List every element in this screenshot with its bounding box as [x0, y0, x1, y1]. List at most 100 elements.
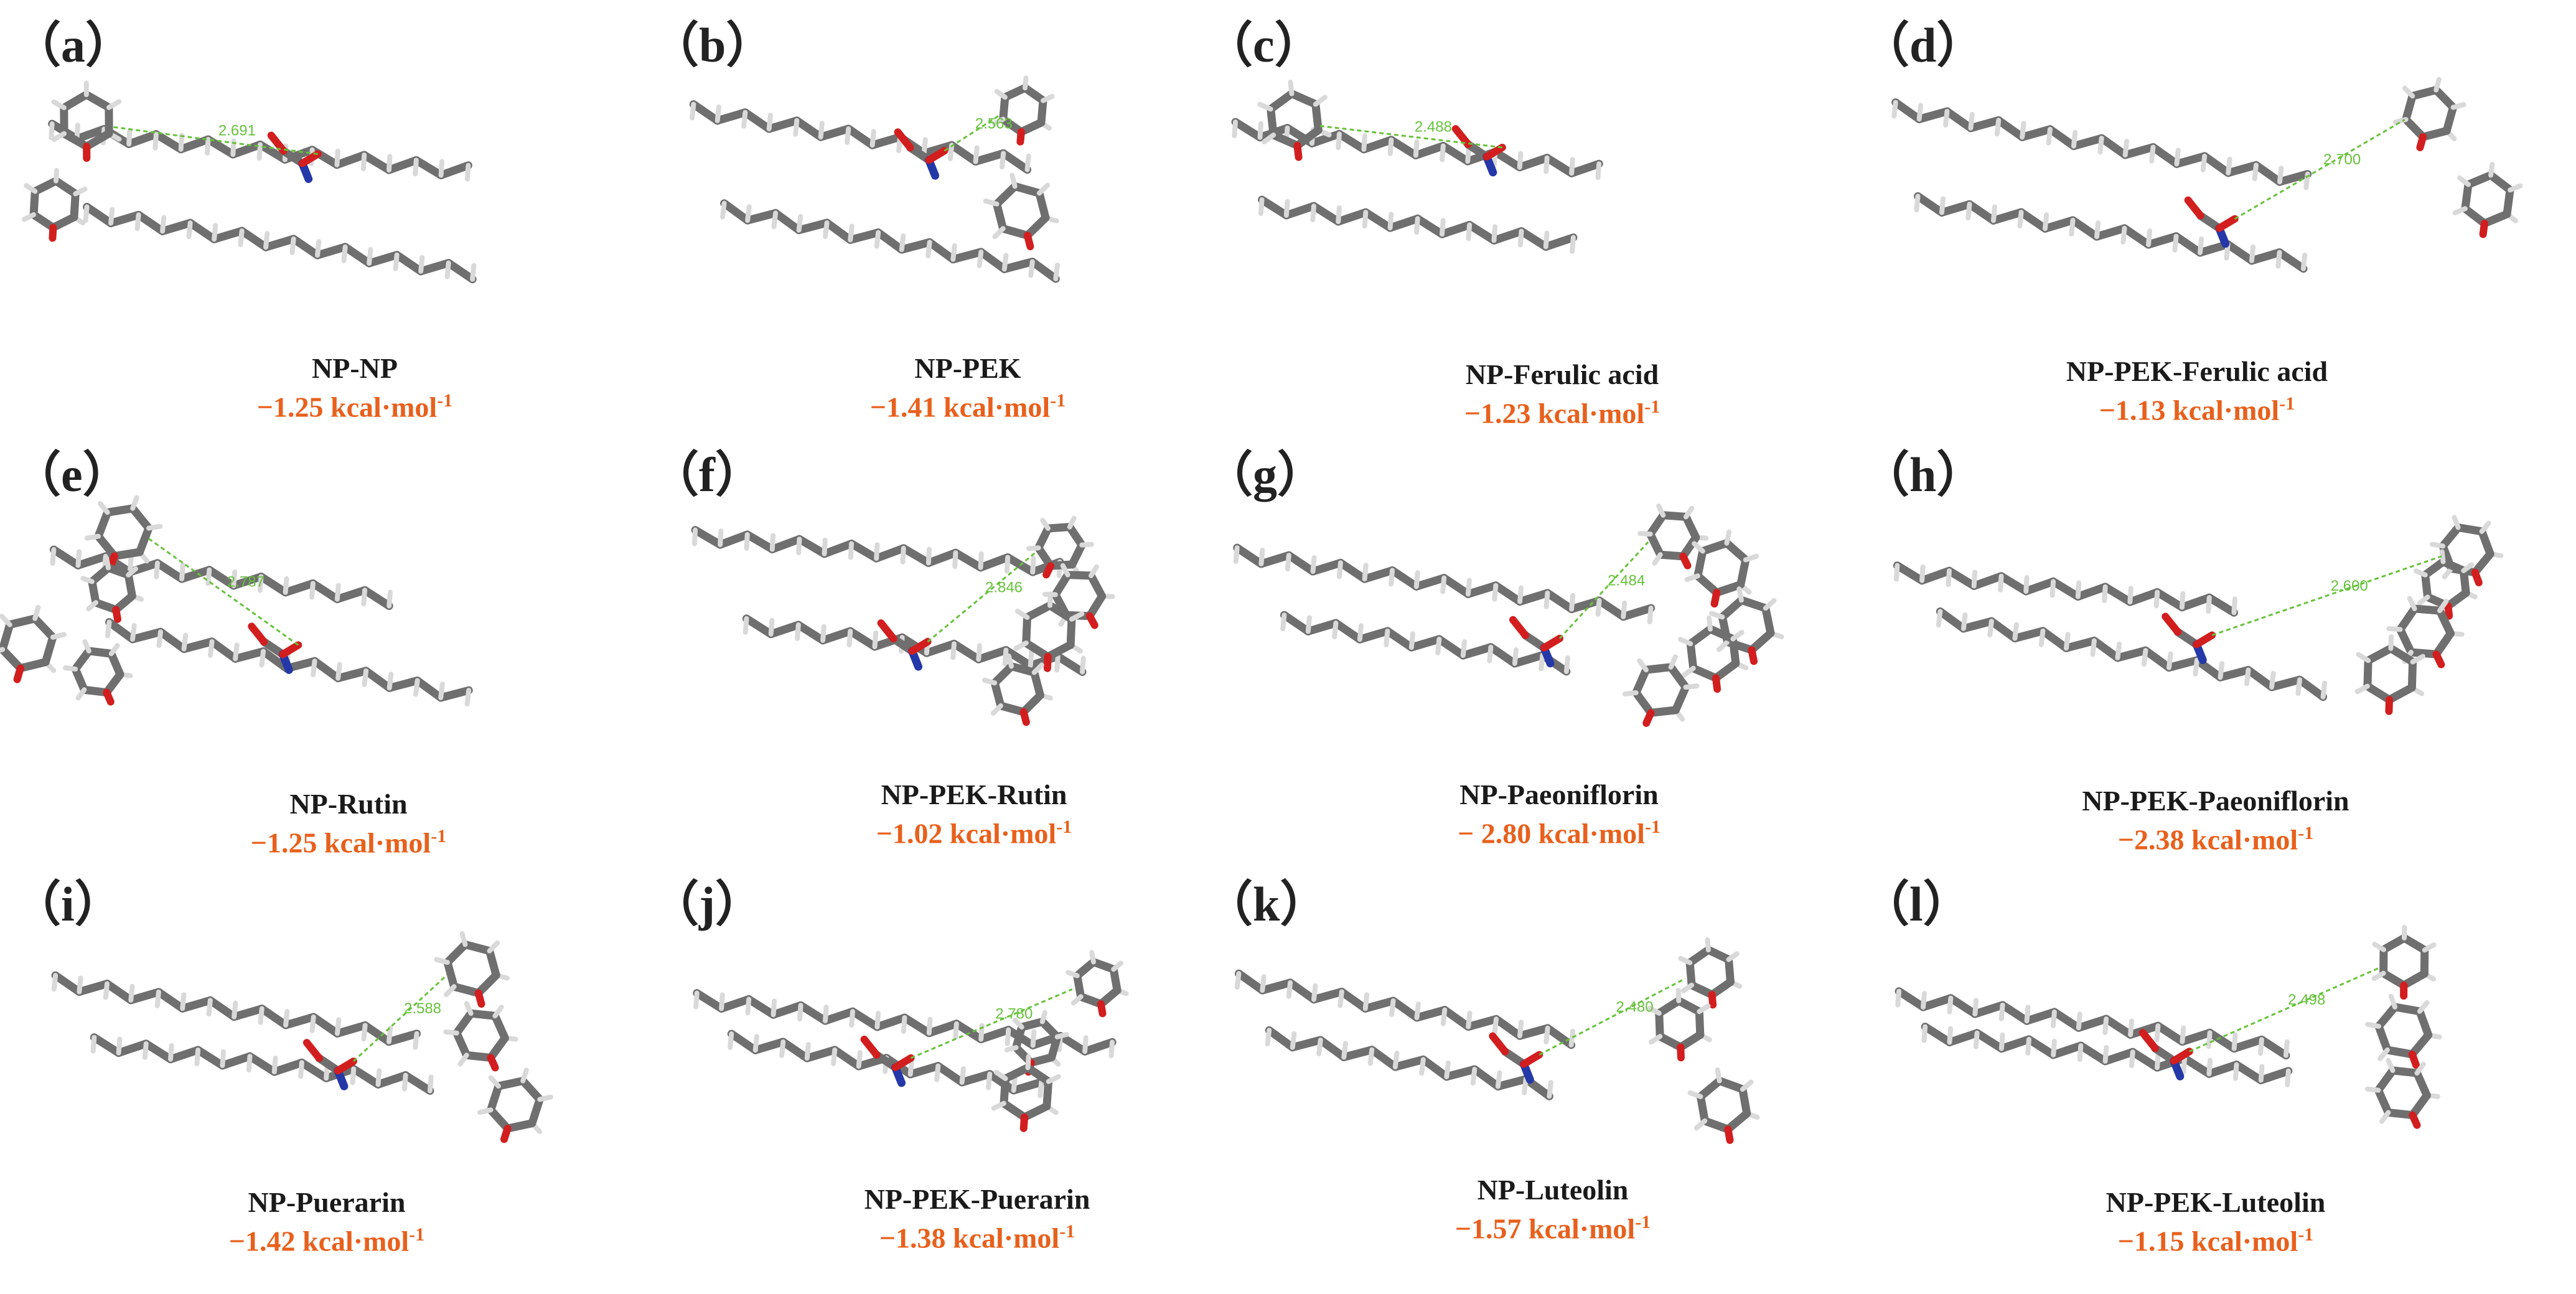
alkyl-chain — [1280, 611, 1571, 676]
aromatic-ring — [1042, 563, 1115, 629]
aromatic-ring — [1708, 586, 1784, 665]
hbond-distance-label: 2.488 — [1415, 119, 1452, 136]
panel-title: NP-PEK-Puerarin — [864, 1183, 1090, 1215]
molecule-structure: 2.600 — [1893, 515, 2504, 715]
hydrogen-bond: 2.780 — [910, 988, 1073, 1059]
aromatic-ring — [1257, 79, 1332, 161]
aromatic-ring — [1684, 529, 1759, 608]
binding-energy: −1.42 kcal·mol-1 — [47, 1224, 607, 1257]
hydrogen-bond: 2.787 — [148, 537, 299, 646]
panel-title: NP-PEK-Paeoniflorin — [2082, 785, 2349, 817]
energy-unit-exponent: -1 — [409, 1224, 425, 1245]
panel-title: NP-Paeoniflorin — [1459, 779, 1659, 810]
molecule-structure: 2.488 — [1231, 79, 1603, 254]
aromatic-ring — [2364, 1057, 2440, 1129]
panel-title: NP-PEK-Luteolin — [2105, 1186, 2326, 1218]
alkyl-chain — [1258, 195, 1578, 254]
energy-unit-exponent: -1 — [2298, 823, 2314, 843]
aromatic-ring — [21, 167, 88, 242]
panel-letter: （e） — [12, 448, 131, 502]
energy-unit: kcal·mol — [2191, 823, 2298, 856]
energy-value: −1.23 — [1464, 397, 1531, 429]
amide-head-group — [1509, 616, 1563, 668]
aromatic-ring — [2386, 596, 2465, 668]
energy-unit: kcal·mol — [302, 1225, 410, 1257]
alkyl-chain — [1921, 1023, 2293, 1087]
energy-unit: kcal·mol — [1538, 817, 1645, 850]
aromatic-ring — [991, 75, 1055, 146]
panel-letter: （g） — [1204, 448, 1326, 502]
amide-head-group — [877, 619, 932, 671]
molecule-structure: 2.484 — [1233, 503, 1784, 727]
aromatic-ring — [62, 639, 133, 706]
hydrogen-bond: 2.600 — [2211, 555, 2442, 636]
binding-energy: −1.57 kcal·mol-1 — [1273, 1212, 1833, 1245]
panel-letter: （a） — [12, 18, 134, 72]
energy-unit: kcal·mol — [1528, 1212, 1636, 1245]
energy-value: −1.57 — [1454, 1212, 1522, 1245]
panel-letter: （c） — [1204, 18, 1323, 72]
alkyl-chain — [693, 989, 1117, 1059]
alkyl-chain — [1265, 1026, 1553, 1100]
panel-title: NP-Ferulic acid — [1465, 359, 1659, 390]
aromatic-ring — [2392, 77, 2466, 151]
alkyl-chain — [51, 971, 421, 1050]
aromatic-ring — [1677, 616, 1749, 693]
panel-title: NP-PEK-Rutin — [881, 779, 1067, 810]
aromatic-ring — [2365, 993, 2442, 1069]
alkyl-chain — [1891, 98, 2312, 190]
energy-unit-exponent: -1 — [431, 826, 447, 846]
panel-letter: （j） — [650, 877, 764, 931]
energy-unit-exponent: -1 — [437, 390, 453, 411]
hbond-distance-label: 2.700 — [2323, 151, 2361, 168]
energy-value: −1.42 — [228, 1225, 296, 1257]
hydrogen-bond: 2.563 — [944, 115, 1013, 152]
energy-unit: kcal·mol — [2191, 1225, 2298, 1257]
binding-energy: −1.25 kcal·mol-1 — [68, 826, 629, 859]
energy-unit-exponent: -1 — [1635, 1212, 1651, 1232]
amide-head-group — [2184, 196, 2239, 248]
alkyl-chain — [49, 545, 393, 610]
hbond-distance-label: 2.498 — [2288, 992, 2325, 1008]
molecule-structure: 2.700 — [1891, 77, 2523, 273]
aromatic-ring — [51, 80, 122, 162]
energy-unit: kcal·mol — [2172, 394, 2280, 426]
aromatic-ring — [1013, 591, 1085, 672]
alkyl-chain — [1234, 969, 1576, 1049]
energy-value: −1.02 — [876, 817, 943, 850]
energy-unit: kcal·mol — [943, 391, 1051, 423]
molecule-structure: 2.787 — [0, 495, 473, 707]
amide-head-group — [1489, 1032, 1543, 1084]
molecule-structure: 2.588 — [51, 931, 553, 1143]
molecule-structure: 2.498 — [1895, 924, 2442, 1129]
panel-title: NP-NP — [312, 352, 398, 384]
panel-title: NP-Rutin — [289, 788, 408, 820]
hydrogen-bond: 2.480 — [1539, 977, 1686, 1056]
aromatic-ring — [0, 604, 67, 683]
binding-energy: −1.02 kcal·mol-1 — [694, 817, 1254, 850]
hbond-distance-label: 2.780 — [995, 1006, 1033, 1023]
alkyl-chain — [1231, 118, 1603, 181]
amide-head-group — [248, 622, 302, 674]
aromatic-ring — [443, 1001, 518, 1072]
hydrogen-bond: 2.488 — [1319, 119, 1502, 149]
alkyl-chain — [90, 1033, 434, 1095]
hydrogen-bond: 2.846 — [927, 551, 1036, 643]
binding-energy: −1.25 kcal·mol-1 — [75, 390, 635, 423]
energy-value: −1.25 — [256, 391, 324, 423]
energy-unit: kcal·mol — [952, 1222, 1060, 1254]
hbond-distance-label: 2.480 — [1616, 998, 1654, 1015]
panel-letter: （k） — [1204, 877, 1329, 931]
binding-energy: −1.41 kcal·mol-1 — [688, 390, 1248, 423]
binding-energy: −1.15 kcal·mol-1 — [1936, 1224, 2496, 1257]
energy-value: −1.13 — [2099, 394, 2166, 426]
panel-title: NP-Puerarin — [248, 1186, 406, 1218]
hbond-distance-label: 2.588 — [404, 1000, 441, 1017]
panel-title: NP-Luteolin — [1477, 1174, 1629, 1206]
hbond-distance-label: 2.787 — [227, 574, 265, 591]
alkyl-chain — [1895, 987, 2290, 1060]
energy-unit-exponent: -1 — [1644, 817, 1660, 837]
amide-head-group — [2161, 612, 2216, 664]
panel-title: NP-PEK — [914, 352, 1021, 384]
alkyl-chain — [105, 618, 473, 707]
